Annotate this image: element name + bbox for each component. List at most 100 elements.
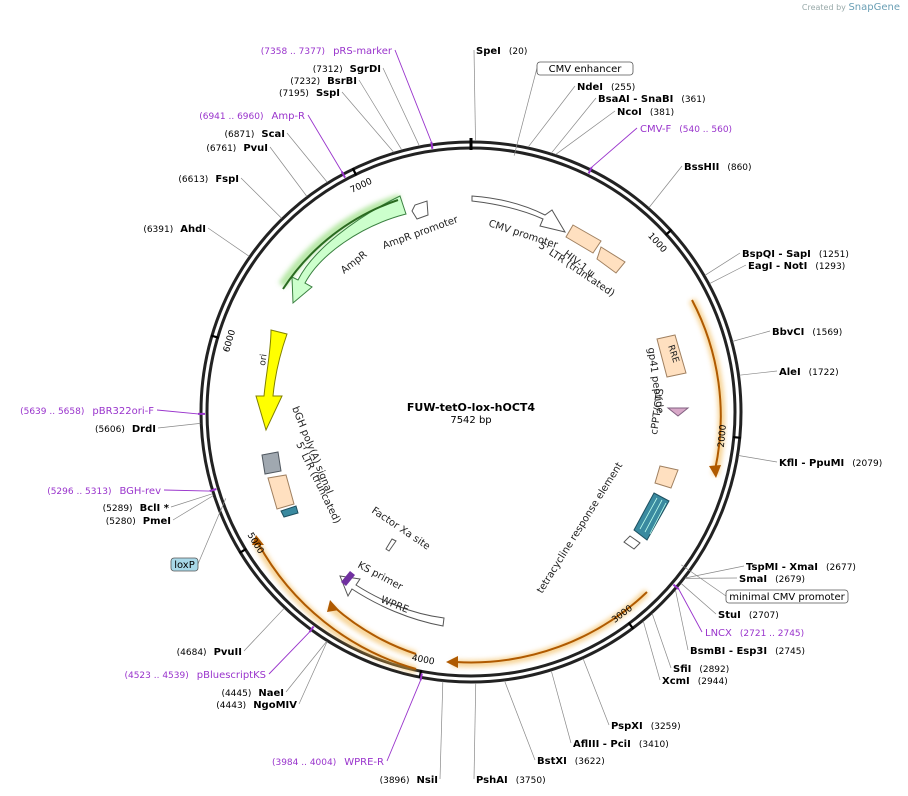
orange-arrow-inner <box>333 606 417 655</box>
gp41-arrow <box>666 407 690 417</box>
site-name: NdeI <box>577 82 603 93</box>
site-leader <box>157 423 201 429</box>
site-name: AhdI <box>180 224 206 235</box>
primer-coord: (5296 .. 5313) <box>47 487 111 497</box>
site-name: SpeI <box>476 46 501 57</box>
primer-mark <box>430 141 434 149</box>
site-leader <box>341 91 395 153</box>
site-name: BssHII <box>684 162 719 173</box>
site-name: TspMI - XmaI <box>746 562 818 573</box>
primer-coord: (5639 .. 5658) <box>20 407 84 417</box>
site-name: ScaI <box>261 129 285 140</box>
site-name: StuI <box>718 610 741 621</box>
site-name: NaeI <box>258 688 284 699</box>
site-name: SgrDI <box>350 64 381 75</box>
primer-mark <box>672 583 680 590</box>
tre-hatch <box>639 497 667 535</box>
site-leader <box>555 110 616 155</box>
bgh-box <box>261 451 282 475</box>
site-coord: (2079) <box>852 459 882 469</box>
tick-mark-6000 <box>210 334 220 339</box>
orange-arrowhead-bottom <box>446 656 458 668</box>
site-coord: (1722) <box>809 368 839 378</box>
primer-mark <box>308 625 315 633</box>
hiv-psi-box <box>565 224 602 254</box>
site-name: PvuI <box>243 143 268 154</box>
primer-leader <box>394 49 432 143</box>
site-name: PspXI <box>611 721 643 732</box>
primer-leader <box>678 588 703 633</box>
ori-arrow <box>255 329 288 432</box>
primer-name: pRS-marker <box>333 46 393 57</box>
site-leader <box>285 641 327 693</box>
site-leader <box>675 589 689 651</box>
site-leader <box>709 264 747 284</box>
tick-label: 6000 <box>222 328 238 353</box>
site-coord: (3896) <box>380 776 410 786</box>
site-name: BsrBI <box>327 76 357 87</box>
site-coord: (6391) <box>143 225 173 235</box>
site-coord: (3750) <box>516 776 546 786</box>
site-coord: (3259) <box>651 722 681 732</box>
tick-mark-1000 <box>664 228 673 236</box>
min-cmv-arrow <box>623 535 641 550</box>
primer-name: LNCX <box>705 628 732 639</box>
site-name: PshAI <box>476 775 508 786</box>
box-label: minimal CMV promoter <box>729 592 845 603</box>
primer-name: Amp-R <box>272 111 306 122</box>
site-coord: (860) <box>727 163 751 173</box>
box-frame <box>725 589 849 604</box>
site-leader <box>240 177 282 219</box>
primer-leader <box>163 489 210 492</box>
site-coord: (1251) <box>819 250 849 260</box>
primer-mark <box>340 171 346 179</box>
cppt-box <box>654 465 679 489</box>
tick-label: 4000 <box>411 653 436 667</box>
ampr-dark-line <box>282 199 399 290</box>
ampr-promoter-arrow <box>411 200 429 220</box>
loxp-arrow <box>280 505 299 518</box>
site-leader <box>269 146 308 197</box>
orange-arrowhead-outer <box>252 535 264 545</box>
primer-name: WPRE-R <box>344 757 384 768</box>
ltr-top-box <box>596 246 626 274</box>
primer-leader <box>591 127 638 168</box>
rre-box <box>656 334 687 378</box>
site-name: EagI - NotI <box>748 261 807 272</box>
site-coord: (1569) <box>812 328 842 338</box>
primer-mark <box>209 488 217 492</box>
plasmid-size: 7542 bp <box>450 415 491 426</box>
box-leader <box>513 67 538 156</box>
feature-label-ori: ori <box>258 353 270 366</box>
site-coord: (7312) <box>313 65 343 75</box>
site-coord: (3622) <box>575 757 605 767</box>
tick-mark-4000 <box>418 670 423 679</box>
site-coord: (4445) <box>221 689 251 699</box>
primer-coord: (3984 .. 4004) <box>272 758 336 768</box>
site-coord: (4443) <box>216 701 246 711</box>
site-name: BstXI <box>537 756 567 767</box>
primer-mark <box>419 673 423 681</box>
site-name: BsaAI - SnaBI <box>598 94 673 105</box>
site-coord: (6613) <box>178 175 208 185</box>
box-label: loxP <box>174 560 195 571</box>
site-name: BsmBI - Esp3I <box>690 646 767 657</box>
site-leader <box>680 583 717 615</box>
primer-annotations: pRS-marker(7358 .. 7377)Amp-R(6941 .. 69… <box>20 46 804 768</box>
site-leader <box>704 252 741 276</box>
box-frame <box>170 557 199 572</box>
site-coord: (2944) <box>698 677 728 687</box>
site-name: SfiI <box>673 664 691 675</box>
restriction-sites: SpeI(20)NdeI(255)BsaAI - SnaBI(361)NcoI(… <box>95 46 882 786</box>
orange-arrowhead-inner <box>327 600 339 612</box>
feature-label-tre: tetracycline response element <box>535 461 625 596</box>
site-name: NcoI <box>617 107 642 118</box>
feature-label-factor-xa: Factor Xa site <box>369 505 432 552</box>
orange-glow-right <box>688 298 726 476</box>
primer-leader <box>307 114 343 172</box>
site-leader <box>651 613 672 669</box>
site-coord: (7232) <box>290 77 320 87</box>
ks-primer-mark <box>341 571 355 586</box>
